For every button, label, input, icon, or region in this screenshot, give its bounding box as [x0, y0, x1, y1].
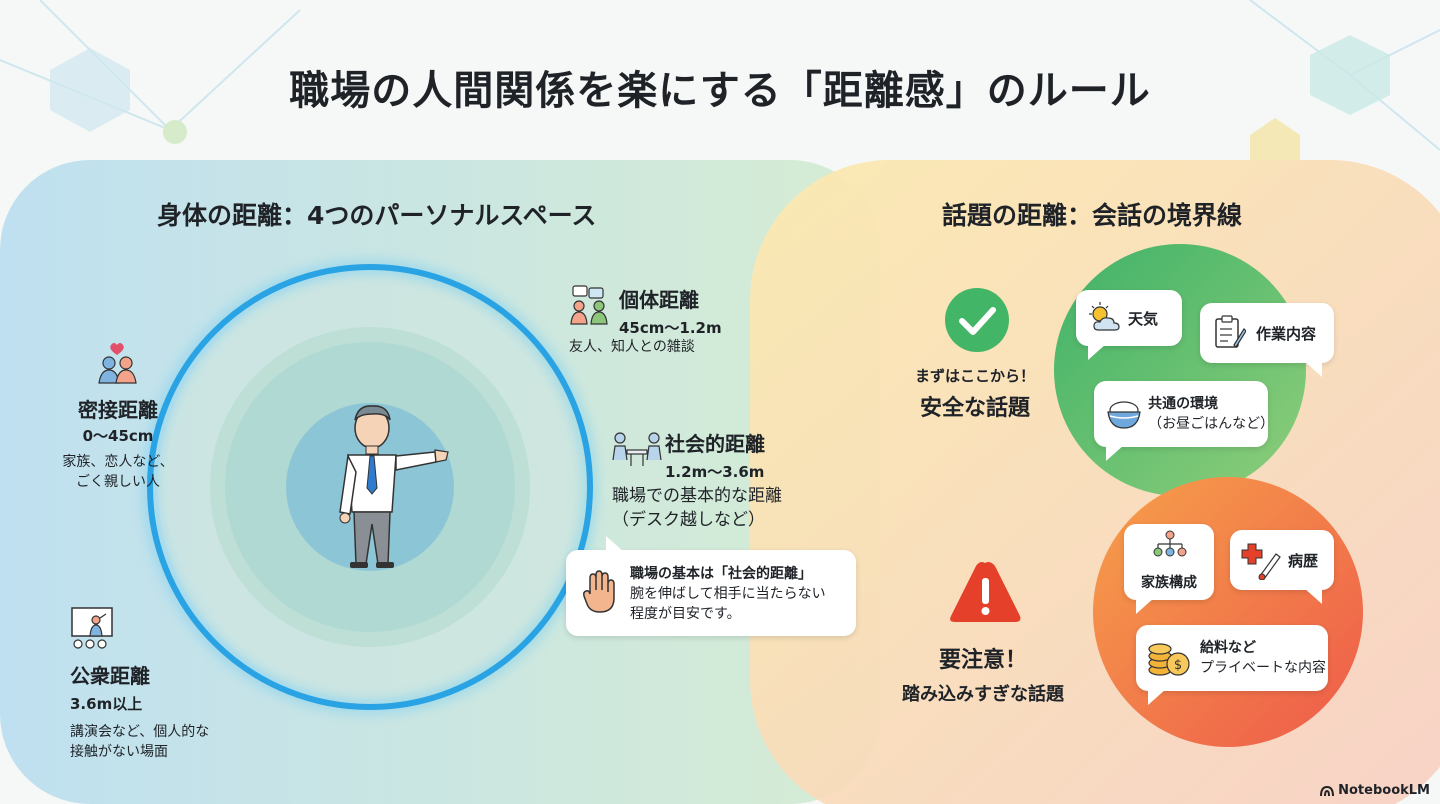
svg-text:$: $ [1174, 658, 1182, 673]
topic-medical-label: 病歴 [1288, 551, 1319, 570]
medical-cross-icon [1241, 543, 1281, 580]
intimate-desc-1: 家族、恋人など、 [62, 454, 174, 470]
tip-line-3: 程度が目安です。 [630, 606, 741, 622]
tip-bubble: 職場の基本は「社会的距離」 腕を伸ばして相手に当たらない 程度が目安です。 [566, 536, 856, 636]
personal-distance-label: 個体距離 45cm〜1.2m [619, 284, 722, 338]
topic-environment: 共通の環境 （お昼ごはんなど） [1094, 381, 1275, 461]
clipboard-icon [1215, 315, 1246, 348]
safe-label: 安全な話題 [919, 396, 1030, 421]
hexagon-decoration [50, 48, 130, 132]
social-desc: 職場での基本的な距離 （デスク越しなど） [612, 484, 782, 532]
topics-panel [750, 160, 1440, 804]
social-name: 社会的距離 [665, 432, 765, 456]
topic-weather-label: 天気 [1128, 309, 1159, 328]
weather-icon [1089, 302, 1120, 331]
tip-line-1: 職場の基本は「社会的距離」 [630, 566, 812, 582]
intimate-desc-2: ごく親しい人 [76, 474, 160, 490]
topic-work: 作業内容 [1200, 303, 1334, 377]
public-desc-2: 接触がない場面 [70, 744, 168, 760]
public-desc-1: 講演会など、個人的な [70, 724, 210, 740]
presentation-icon [71, 607, 113, 649]
coins-icon: $ [1148, 643, 1190, 676]
topics-heading: 話題の距離：会話の境界線 [942, 201, 1243, 230]
personal-desc: 友人、知人との雑談 [569, 339, 695, 355]
social-range: 1.2m〜3.6m [665, 463, 765, 481]
topic-family-label: 家族構成 [1141, 575, 1197, 591]
topic-salary: $ 給料など プライベートな内容 [1136, 625, 1328, 705]
caution-sub: 要注意！ [938, 648, 1027, 673]
safe-topics-circle [1054, 244, 1306, 496]
personal-name: 個体距離 [619, 288, 699, 312]
warning-icon [950, 562, 1021, 622]
intimate-range: 0〜45cm [82, 427, 154, 445]
caution-topics-label: 要注意！ 踏み込みすぎな話題 [878, 642, 1088, 706]
public-name: 公衆距離 [70, 664, 150, 688]
caution-label: 踏み込みすぎな話題 [902, 684, 1064, 705]
rice-bowl-icon [1107, 401, 1141, 429]
public-distance-label: 公衆距離 3.6m以上 講演会など、個人的な 接触がない場面 [70, 660, 209, 762]
topic-salary-sub: プライベートな内容 [1200, 660, 1326, 676]
intimate-distance-label: 密接距離 0〜45cm 家族、恋人など、 ごく親しい人 [20, 394, 216, 492]
outer-ring [147, 264, 593, 710]
hexagon-decoration [1310, 35, 1390, 115]
page-title: 職場の人間関係を楽にする「距離感」のルール [289, 68, 1151, 114]
topic-weather: 天気 [1076, 290, 1182, 360]
personal-range: 45cm〜1.2m [619, 319, 722, 337]
topic-family: 家族構成 [1124, 524, 1214, 614]
topic-environment-sub: （お昼ごはんなど） [1148, 416, 1275, 432]
safe-topics-label: まずはここから！ 安全な話題 [895, 365, 1055, 422]
brand-label: NotebookLM [1338, 783, 1430, 798]
topic-environment-label: 共通の環境 [1148, 396, 1219, 412]
topic-salary-label: 給料など [1200, 640, 1256, 656]
intimate-name: 密接距離 [78, 398, 158, 422]
heart-people-icon [98, 343, 137, 384]
social-desc-1: 職場での基本的な距離 [612, 486, 782, 506]
topic-medical: 病歴 [1230, 530, 1334, 604]
dot-decoration [163, 120, 187, 144]
hexagon-decoration [1250, 118, 1300, 160]
hand-icon [583, 570, 615, 613]
caution-topics-circle [1093, 477, 1363, 747]
social-desc-2: （デスク越しなど） [612, 510, 765, 530]
safe-sub: まずはここから！ [914, 367, 1035, 385]
family-tree-icon [1153, 530, 1187, 557]
chat-people-icon [570, 285, 608, 325]
check-icon [945, 288, 1009, 352]
social-distance-label: 社会的距離 1.2m〜3.6m [665, 428, 765, 482]
physical-heading: 身体の距離：4つのパーソナルスペース [157, 201, 597, 230]
person-figure [339, 405, 449, 568]
public-range: 3.6m以上 [70, 695, 143, 713]
notebooklm-icon [1320, 785, 1335, 796]
tip-line-2: 腕を伸ばして相手に当たらない [630, 586, 826, 602]
meeting-table-icon [612, 432, 662, 466]
brand-logo: NotebookLM [1320, 783, 1430, 798]
topic-work-label: 作業内容 [1256, 324, 1317, 343]
